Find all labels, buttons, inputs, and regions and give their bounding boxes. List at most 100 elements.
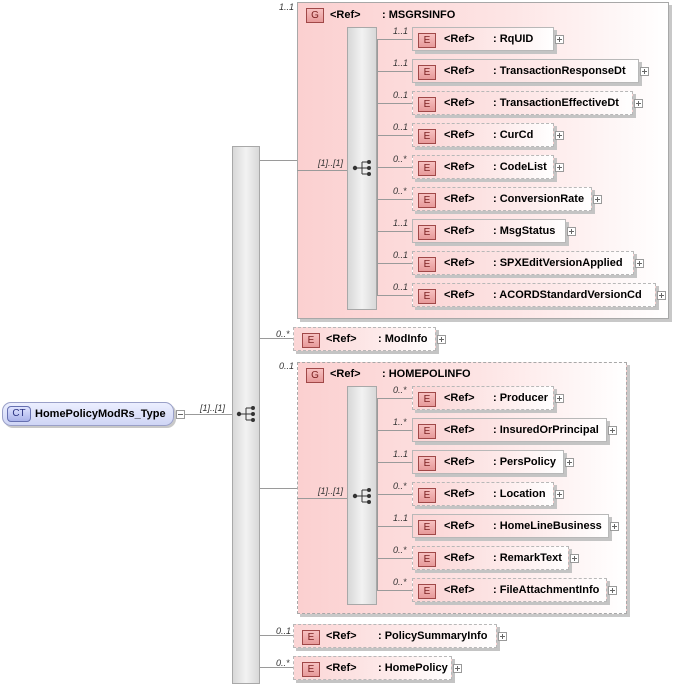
group-ref: <Ref> [330, 368, 361, 380]
element-name: : Producer [493, 392, 549, 404]
element-location[interactable]: E<Ref>: Location [412, 482, 554, 506]
element-badge: E [418, 520, 436, 535]
element-cardinality: 1..1 [393, 513, 409, 523]
element-ref: <Ref> [444, 161, 475, 173]
element-name: : ConversionRate [493, 193, 585, 205]
expand-icon[interactable] [555, 394, 564, 403]
collapse-icon[interactable] [176, 410, 185, 419]
element-cardinality: 0..* [393, 577, 407, 587]
element-transactionresponsedt[interactable]: E<Ref>: TransactionResponseDt [412, 59, 639, 83]
element-name: : InsuredOrPrincipal [493, 424, 599, 436]
element-badge: E [418, 33, 436, 48]
element-badge: E [302, 630, 320, 645]
element-ref: <Ref> [326, 333, 357, 345]
expand-icon[interactable] [635, 259, 644, 268]
group-ref: <Ref> [330, 9, 361, 21]
element-name: : Location [493, 488, 546, 500]
element-conversionrate[interactable]: E <Ref> : ConversionRate [412, 187, 592, 211]
expand-icon[interactable] [498, 632, 507, 641]
element-ref: <Ref> [444, 456, 475, 468]
element-insuredorprincipal[interactable]: E <Ref> : InsuredOrPrincipal [412, 418, 607, 442]
element-badge: E [418, 129, 436, 144]
expand-icon[interactable] [570, 554, 579, 563]
expand-icon[interactable] [565, 458, 574, 467]
group-badge: G [306, 368, 324, 383]
element-acordstandardversioncd[interactable]: E<Ref>: ACORDStandardVersionCd [412, 283, 656, 307]
expand-icon[interactable] [555, 163, 564, 172]
element-cardinality: 0..* [393, 154, 407, 164]
expand-icon[interactable] [453, 664, 462, 673]
expand-icon[interactable] [634, 99, 643, 108]
element-ref: <Ref> [444, 33, 475, 45]
element-transactioneffectivedt[interactable]: E<Ref>: TransactionEffectiveDt [412, 91, 633, 115]
group-badge: G [306, 8, 324, 23]
element-producer[interactable]: E<Ref>: Producer [412, 386, 554, 410]
expand-icon[interactable] [555, 490, 564, 499]
element-cardinality: 1..1 [393, 58, 409, 68]
element-badge: E [418, 65, 436, 80]
element-badge: E [418, 289, 436, 304]
expand-icon[interactable] [437, 335, 446, 344]
element-badge: E [418, 552, 436, 567]
element-badge: E [418, 424, 436, 439]
expand-icon[interactable] [555, 131, 564, 140]
sequence-icon [236, 406, 255, 422]
homepolicy-element[interactable]: E <Ref> : HomePolicy [293, 656, 452, 680]
element-ref: <Ref> [444, 424, 475, 436]
element-ref: <Ref> [444, 392, 475, 404]
expand-icon[interactable] [567, 227, 576, 236]
group-name: : HOMEPOLINFO [382, 368, 471, 380]
element-name: : ModInfo [378, 333, 428, 345]
element-cardinality: 0..1 [393, 250, 409, 260]
expand-icon[interactable] [657, 291, 666, 300]
element-badge: E [418, 193, 436, 208]
element-curcd[interactable]: E<Ref>: CurCd [412, 123, 554, 147]
element-msgstatus[interactable]: E<Ref>: MsgStatus [412, 219, 566, 243]
homepolinfo-sequence-cardinality: [1]..[1] [318, 486, 344, 496]
element-name: : MsgStatus [493, 225, 556, 237]
modinfo-element[interactable]: E <Ref> : ModInfo [293, 327, 436, 351]
element-name: : FileAttachmentInfo [493, 584, 600, 596]
element-rquid[interactable]: E <Ref> : RqUID [412, 27, 554, 51]
element-ref: <Ref> [444, 193, 475, 205]
group-name: : MSGRSINFO [382, 9, 456, 21]
element-codelist[interactable]: E<Ref>: CodeList [412, 155, 554, 179]
element-spxeditversionapplied[interactable]: E<Ref>: SPXEditVersionApplied [412, 251, 634, 275]
element-cardinality: 0..1 [393, 282, 409, 292]
policysummaryinfo-cardinality: 0..1 [276, 626, 292, 636]
complex-type-badge: CT [7, 406, 31, 422]
element-badge: E [418, 97, 436, 112]
element-name: : TransactionResponseDt [493, 65, 626, 77]
element-ref: <Ref> [444, 552, 475, 564]
expand-icon[interactable] [608, 426, 617, 435]
root-type-box[interactable]: CT HomePolicyModRs_Type [2, 402, 174, 426]
element-remarktext[interactable]: E<Ref>: RemarkText [412, 546, 569, 570]
element-name: : CurCd [493, 129, 534, 141]
element-name: : PolicySummaryInfo [378, 630, 488, 642]
expand-icon[interactable] [555, 35, 564, 44]
element-badge: E [302, 333, 320, 348]
element-homelinebusiness[interactable]: E<Ref>: HomeLineBusiness [412, 514, 609, 538]
homepolicy-cardinality: 0..* [276, 658, 290, 668]
element-name: : HomePolicy [378, 662, 448, 674]
element-ref: <Ref> [444, 257, 475, 269]
msgrsinfo-sequence-cardinality: [1]..[1] [318, 158, 344, 168]
modinfo-cardinality: 0..* [276, 329, 290, 339]
element-cardinality: 1..1 [393, 218, 409, 228]
expand-icon[interactable] [593, 195, 602, 204]
element-fileattachmentinfo[interactable]: E<Ref>: FileAttachmentInfo [412, 578, 607, 602]
element-badge: E [418, 456, 436, 471]
expand-icon[interactable] [610, 522, 619, 531]
homepolinfo-cardinality: 0..1 [279, 361, 295, 371]
element-perspolicy[interactable]: E<Ref>: PersPolicy [412, 450, 564, 474]
expand-icon[interactable] [608, 586, 617, 595]
element-name: : RqUID [493, 33, 534, 45]
element-cardinality: 1..1 [393, 26, 409, 36]
element-cardinality: 1..* [393, 417, 407, 427]
expand-icon[interactable] [640, 67, 649, 76]
root-sequence-cardinality: [1]..[1] [200, 403, 226, 413]
element-ref: <Ref> [326, 630, 357, 642]
element-cardinality: 0..1 [393, 122, 409, 132]
policysummaryinfo-element[interactable]: E <Ref> : PolicySummaryInfo [293, 624, 497, 648]
element-cardinality: 0..* [393, 481, 407, 491]
